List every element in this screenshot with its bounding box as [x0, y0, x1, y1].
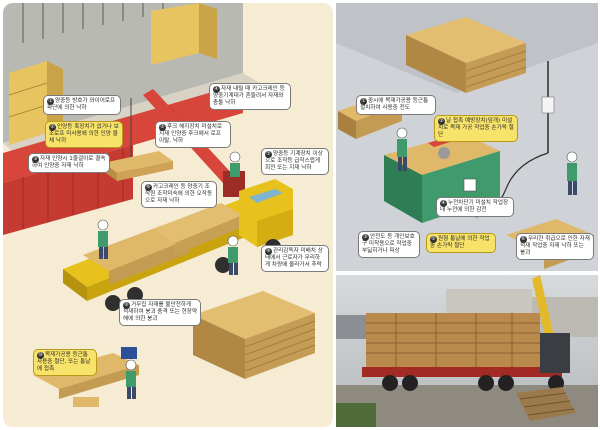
- callout-text: 무리한 취급으로 인한 자재 적재 작업중 자재 낙하 또는 붕괴: [520, 236, 590, 256]
- callout-number: ⑤: [430, 236, 437, 243]
- callout-number: ②: [49, 124, 56, 131]
- callout-text: 날 접촉 예방장치(덮개) 미설치로 목재 가공 작업중 손가락 절단: [438, 118, 514, 138]
- truck: [63, 179, 293, 311]
- callout-text: 거무집 자재를 불안전하게 적재하여 붕괴 충격 또는 현장약해에 의한 붕괴: [123, 302, 198, 322]
- callout-text: 인양등 훅장치가 없거나 보조로프 미사용에 의한 인양 물체 낙하: [49, 124, 119, 144]
- worker-saw-operator: [396, 127, 408, 171]
- callout-number: ①: [360, 98, 367, 105]
- callout-number: ③: [362, 234, 369, 241]
- callout-text: 양중등 방호가 와이어로프 파단에 의한 낙하: [47, 98, 116, 111]
- callout-number: ③: [32, 156, 39, 163]
- callout-text: 관리감독자 미배치 상태에서 근로자가 무리하게 차량에 올라가서 추락: [265, 248, 323, 268]
- callout-number: ⑥: [145, 184, 152, 191]
- worker-ground: [227, 235, 239, 275]
- power-pole: [475, 61, 555, 218]
- worker-saw: [125, 359, 137, 399]
- photo-panel: [336, 275, 598, 427]
- callout-text: 목재가공용 등근톱 사용중 절단, 또는 톱날에 접촉: [37, 352, 91, 372]
- callout-text: 후크 해지장치 미설치로 지재 인양중 후크에서 로프 이탈, 낙하: [159, 124, 223, 144]
- callout-text: 누전차단기 미설치 작업장 내 누전에 의한 감전: [440, 200, 509, 213]
- callout-number: ④: [440, 200, 447, 207]
- callout-text: 원형 톱날에 의한 작업중 손가락 절단: [430, 236, 490, 249]
- top-timber-stack: [406, 17, 527, 93]
- callout-number: ⑥: [520, 236, 527, 243]
- callout-text: 양중등 기계장치 이상으로 조작등 급작스럽게 회전 또는 지재 낙하: [265, 151, 323, 171]
- callout-number: ⑧: [265, 248, 272, 255]
- callout-number: ②: [438, 118, 445, 125]
- callout-text: 자재 내릴 때 카고크레인 등 양중기계대가 흔들려서 자재와 충돌 낙하: [213, 86, 285, 106]
- bush: [336, 403, 376, 427]
- pallet-stack: [516, 387, 576, 421]
- truck-loading-photo: [336, 275, 598, 427]
- worker-on-truck: [97, 219, 109, 259]
- callout-number: ⑦: [265, 151, 272, 158]
- callout-number: ①: [47, 98, 54, 105]
- rebar-group: [22, 3, 164, 43]
- formwork-right: [151, 3, 217, 65]
- callout-number: ④: [213, 86, 220, 93]
- loaded-truck: [362, 313, 570, 391]
- callout-text: 자재 인양시 1줄걸이로 결속하여 인양중 자재 낙하: [32, 156, 106, 169]
- callout-number: ⑤: [159, 124, 166, 131]
- callout-text: 중시에 목재가공용 등근톱 설치하여 사용중 전도: [360, 98, 429, 111]
- callout-text: 안전도 등 개인보호구 미착용으로 작업중 부딟히거나 피상: [362, 234, 415, 254]
- worker-standing: [566, 151, 578, 195]
- callout-number: ⑨: [123, 302, 130, 309]
- callout-text: 카고크레인 등 양중기 조작원 조작미숙에 의한 오작동으로 자재 낙하: [145, 184, 213, 204]
- callout-number: ⑩: [37, 352, 44, 359]
- worker-crane-operator: [229, 151, 241, 177]
- ground-timber-stack: [193, 291, 316, 379]
